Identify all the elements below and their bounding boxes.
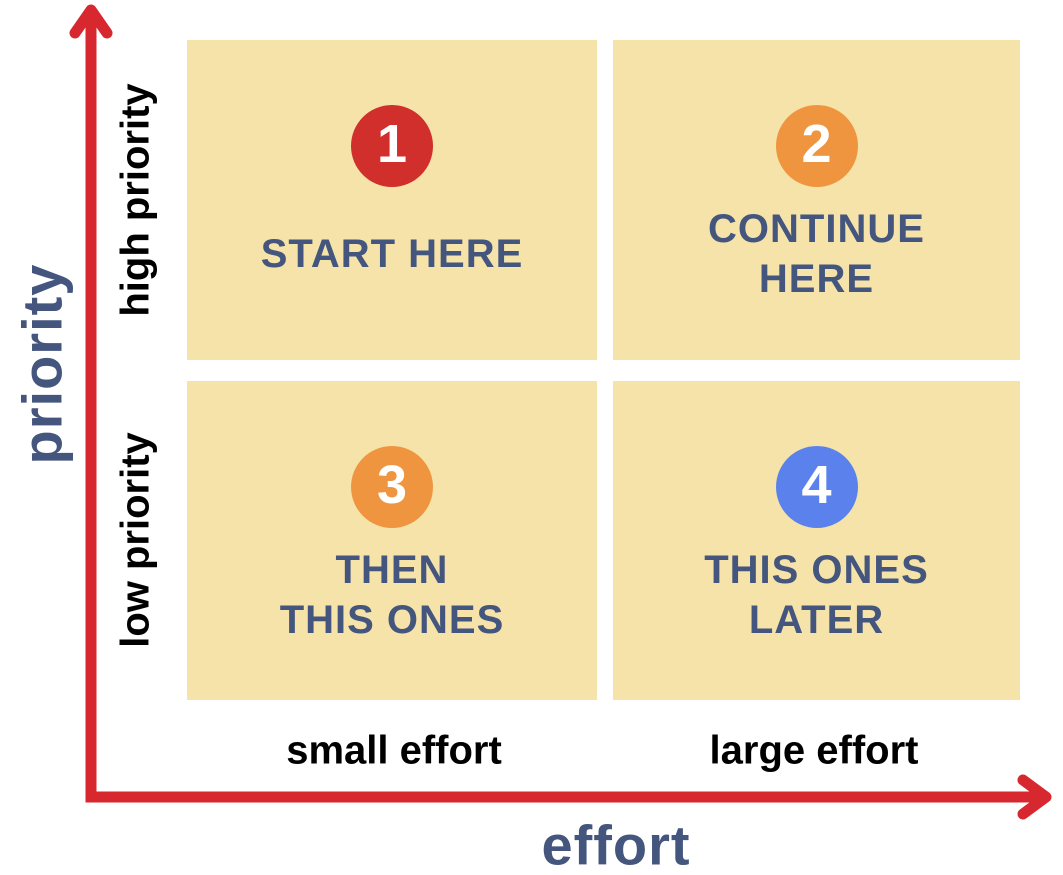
quadrant-3-label: THEN THIS ONES [280, 538, 505, 652]
quadrant-4-low-priority-large-effort: 4 THIS ONES LATER [613, 381, 1020, 700]
step-3-circle: 3 [351, 446, 433, 528]
quadrant-3-label-line: THEN [335, 548, 449, 592]
step-4-circle: 4 [775, 446, 858, 528]
y-axis-tick-low-priority: low priority [113, 432, 158, 648]
quadrant-1-high-priority-small-effort: 1 START HERE [187, 40, 597, 360]
quadrant-2-label-line: HERE [758, 257, 875, 301]
x-axis-tick-small-effort: small effort [286, 728, 502, 773]
step-3-number: 3 [376, 455, 408, 515]
quadrant-2-label: CONTINUE HERE [708, 197, 925, 311]
quadrant-2-label-line: CONTINUE [708, 207, 925, 251]
quadrant-1-label-line: START HERE [260, 232, 524, 276]
x-axis-arrowhead-icon [1017, 774, 1052, 820]
step-2-number: 2 [801, 114, 832, 174]
quadrant-4-label-line: LATER [748, 598, 885, 642]
y-axis-title: priority [10, 263, 74, 465]
quadrant-3-low-priority-small-effort: 3 THEN THIS ONES [187, 381, 597, 700]
quadrant-2-high-priority-large-effort: 2 CONTINUE HERE [613, 40, 1020, 360]
y-axis-tick-high-priority: high priority [113, 83, 158, 317]
x-axis-tick-large-effort: large effort [709, 728, 919, 773]
quadrant-1-label: START HERE [261, 197, 524, 311]
step-2-circle: 2 [775, 105, 858, 187]
axis-line [85, 16, 1038, 803]
step-1-circle: 1 [351, 105, 433, 187]
x-axis-title: effort [541, 813, 691, 875]
y-axis-arrowhead-icon [69, 4, 113, 39]
step-1-number: 1 [376, 114, 408, 174]
quadrant-3-label-line: THIS ONES [279, 598, 505, 642]
quadrant-4-label: THIS ONES LATER [704, 538, 929, 652]
quadrant-4-label-line: THIS ONES [704, 548, 929, 592]
step-4-number: 4 [801, 455, 832, 515]
